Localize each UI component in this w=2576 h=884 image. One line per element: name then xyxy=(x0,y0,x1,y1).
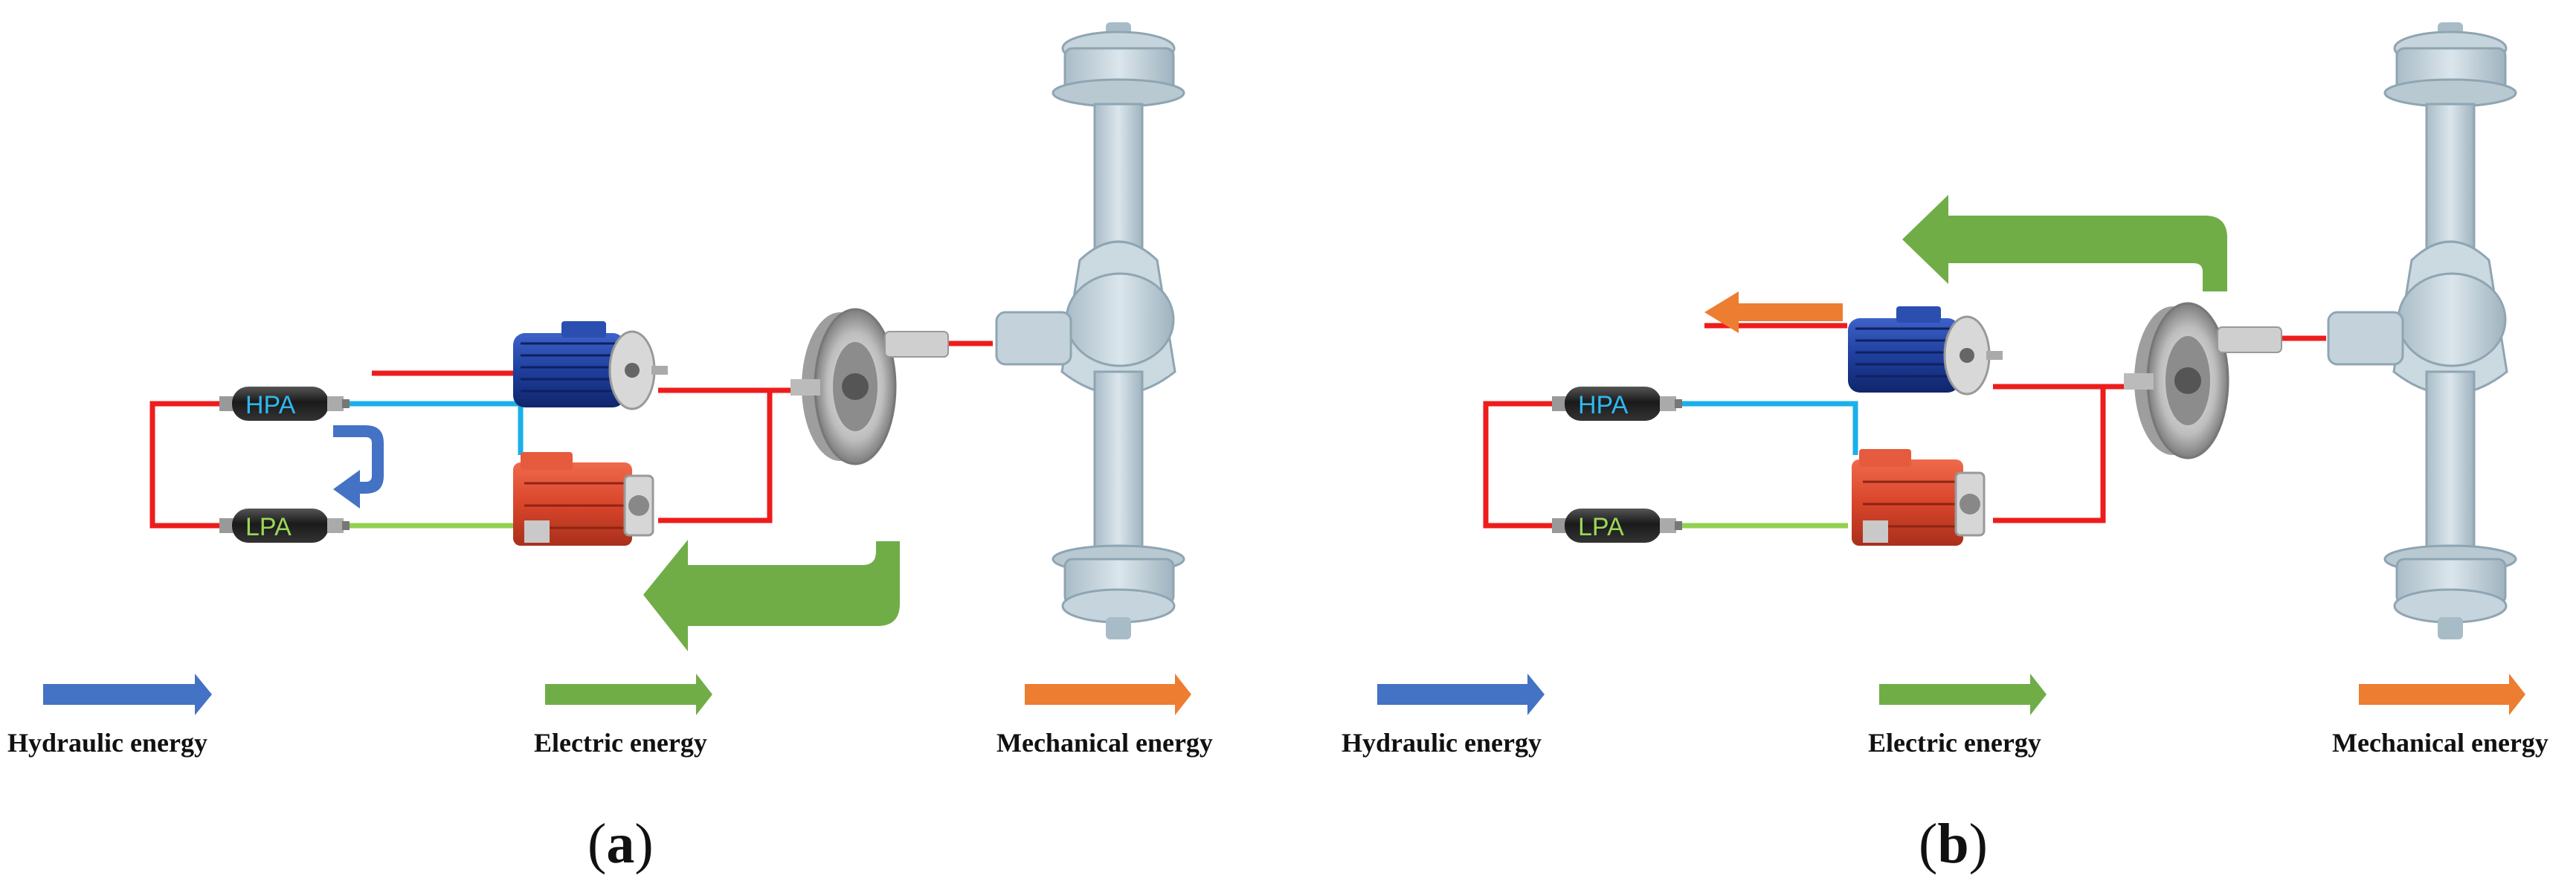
accumulator-icon: HPA xyxy=(1552,387,1682,421)
hydraulic-legend-label: Hydraulic energy xyxy=(1342,728,1542,758)
drive-axle-icon xyxy=(995,22,1185,639)
panel-a-caption: (a) xyxy=(587,813,654,875)
lpa-label: LPA xyxy=(245,513,292,541)
gearbox-icon xyxy=(790,308,949,465)
electric-legend-label: Electric energy xyxy=(1868,728,2041,758)
panel-a-letter: a xyxy=(606,813,634,875)
mechanical-legend-label: Mechanical energy xyxy=(996,728,1213,758)
hydraulic-legend-arrow xyxy=(1377,674,1545,715)
electric-legend-arrow xyxy=(1879,674,2047,715)
gearbox-icon xyxy=(2124,302,2282,459)
accumulator-icon: LPA xyxy=(1552,509,1682,543)
hydraulic-legend-label: Hydraulic energy xyxy=(7,728,207,758)
mechanical-legend-arrow xyxy=(2359,674,2525,715)
panel-a: HPA LPA xyxy=(7,22,1213,875)
panel-b-letter: b xyxy=(1937,813,1968,875)
electric-flow-arrow xyxy=(643,540,900,651)
accumulator-icon: HPA xyxy=(219,387,350,421)
hpa-label: HPA xyxy=(1578,391,1629,419)
accumulator-icon: LPA xyxy=(219,509,350,543)
hydraulic-pump-icon xyxy=(1852,449,1986,546)
hpa-label: HPA xyxy=(245,391,296,419)
electric-legend-arrow xyxy=(545,674,712,715)
electric-flow-arrow xyxy=(1902,195,2227,291)
electric-legend-label: Electric energy xyxy=(534,728,707,758)
lpa-label: LPA xyxy=(1578,513,1624,541)
mechanical-legend-arrow xyxy=(1025,674,1191,715)
electric-motor-icon xyxy=(1848,306,2003,396)
red-line-to-gearbox xyxy=(658,387,773,523)
panel-b-caption: (b) xyxy=(1919,813,1988,875)
blue-line-hpa-pump xyxy=(1682,401,1858,455)
hydraulic-legend-arrow xyxy=(43,674,212,715)
red-line-accumulator-loop xyxy=(149,401,223,529)
mechanical-legend-label: Mechanical energy xyxy=(2332,728,2548,758)
legend: Hydraulic energy Electric energy Mechani… xyxy=(1342,674,2548,758)
hydraulic-flow-arrow xyxy=(333,425,384,509)
legend: Hydraulic energy Electric energy Mechani… xyxy=(7,674,1213,758)
red-line-to-gearbox xyxy=(1993,384,2106,523)
panel-b: HPA LPA xyxy=(1342,22,2548,875)
electric-motor-icon xyxy=(513,321,668,410)
mechanical-flow-arrow xyxy=(1704,291,1843,333)
drive-axle-icon xyxy=(2327,22,2517,639)
red-line-accumulator-loop xyxy=(1483,401,1556,529)
hydraulic-pump-icon xyxy=(513,452,654,546)
